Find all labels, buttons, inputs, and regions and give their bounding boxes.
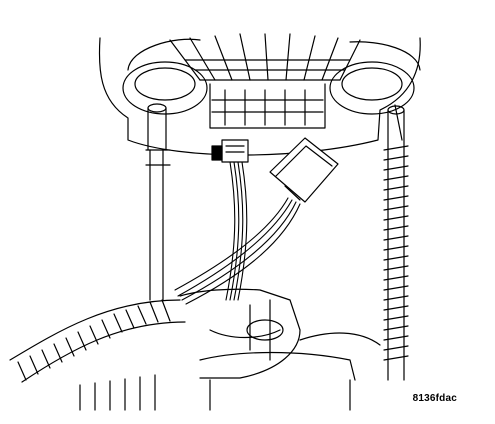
figure-code-label: 8136fdac — [412, 393, 457, 404]
small-electrical-connector — [211, 139, 249, 163]
corrugated-hose — [9, 299, 186, 383]
wire-harness — [174, 161, 301, 305]
pump-body — [79, 288, 381, 411]
right-guide-rod — [383, 105, 409, 381]
large-electrical-connector — [269, 137, 339, 203]
left-guide-rod — [145, 103, 171, 301]
module-top-flange — [98, 33, 421, 156]
